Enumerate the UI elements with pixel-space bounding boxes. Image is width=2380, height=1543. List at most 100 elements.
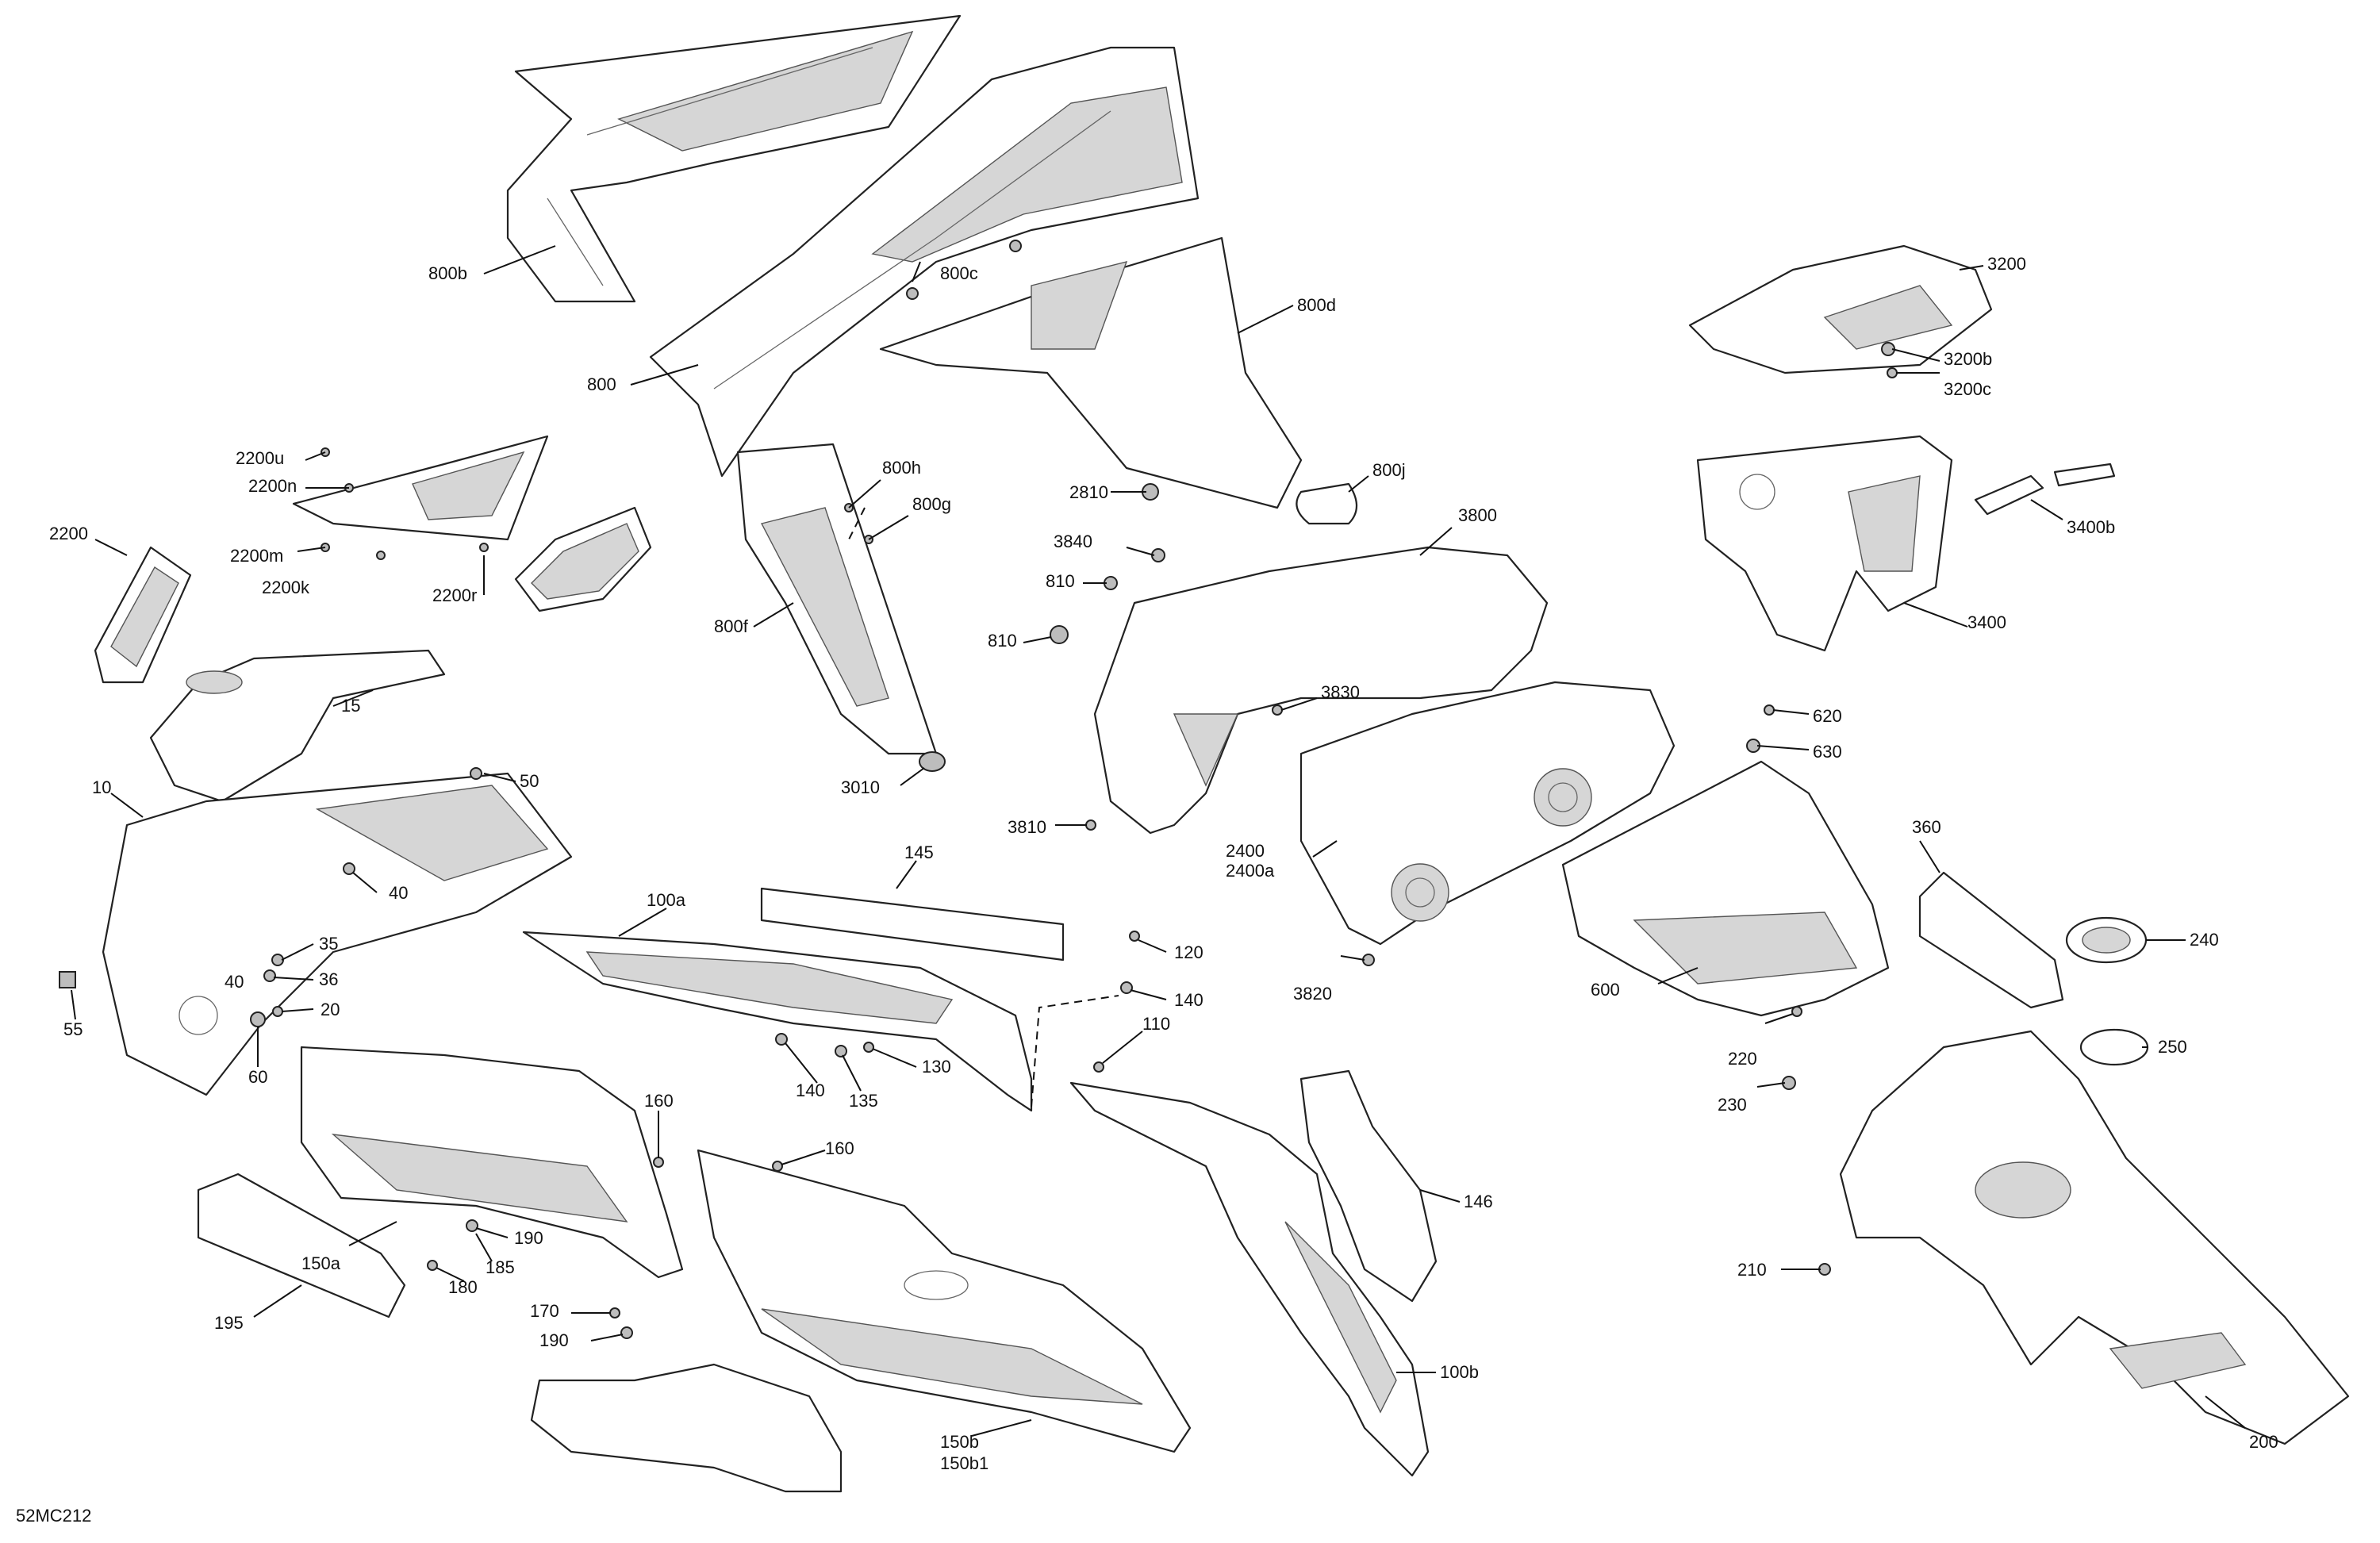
callout-170: 170	[530, 1301, 559, 1321]
part-600-tray	[1561, 760, 1890, 1017]
part-3400b-strips	[1974, 463, 2116, 516]
callout-15: 15	[341, 696, 360, 716]
fastener-140b	[775, 1033, 788, 1046]
callout-3810: 3810	[1008, 817, 1046, 837]
fastener-190a	[466, 1219, 478, 1232]
fastener-3830	[1272, 704, 1283, 716]
callout-230: 230	[1718, 1095, 1747, 1115]
fastener-220	[1791, 1006, 1802, 1017]
part-3200-top-cover	[1688, 244, 1993, 374]
drawing-number: 52MC212	[16, 1506, 91, 1526]
callout-3820: 3820	[1293, 984, 1332, 1004]
callout-800: 800	[587, 374, 616, 394]
fastener-36	[263, 969, 276, 982]
callout-2200m: 2200m	[230, 546, 283, 566]
fastener-160a	[653, 1157, 664, 1168]
part-146-side-pad	[1299, 1069, 1438, 1303]
fastener-55	[59, 971, 76, 988]
callout-110: 110	[1142, 1014, 1170, 1034]
fastener-620	[1764, 704, 1775, 716]
part-15-upper-cowl	[149, 649, 446, 803]
callout-800h: 800h	[882, 458, 921, 478]
callout-2200: 2200	[49, 524, 88, 543]
part-10-front-nose	[102, 772, 573, 1096]
callout-800g: 800g	[912, 494, 951, 514]
callout-145: 145	[904, 843, 934, 862]
callout-220: 220	[1728, 1049, 1757, 1069]
callout-2200k: 2200k	[262, 578, 310, 597]
callout-810a: 810	[1046, 571, 1075, 591]
callout-240: 240	[2190, 930, 2219, 950]
callout-labels: 800b 800c 800 800d 800h 800g 800f 800j 3…	[16, 254, 2278, 1526]
fastener-60	[250, 1011, 266, 1027]
callout-160a: 160	[644, 1091, 674, 1111]
callout-600: 600	[1591, 980, 1620, 1000]
part-3800-dash-frame	[1093, 546, 1549, 835]
callout-3010: 3010	[841, 777, 880, 797]
fastener-20	[272, 1006, 283, 1017]
part-2400-headlight	[1299, 681, 1676, 946]
callout-55: 55	[63, 1019, 83, 1039]
fastener-35	[271, 954, 284, 966]
grommet-3010	[919, 751, 946, 772]
fastener-810b	[1050, 625, 1069, 644]
callout-35: 35	[319, 934, 338, 954]
part-800-center-panel	[649, 46, 1200, 478]
fastener-2200r	[479, 543, 489, 552]
callout-150b: 150b	[940, 1432, 979, 1452]
callout-800f: 800f	[714, 616, 749, 636]
callout-185: 185	[486, 1257, 515, 1277]
callout-100b: 100b	[1440, 1362, 1479, 1382]
callout-3800: 3800	[1458, 505, 1497, 525]
fastener-190b	[620, 1326, 633, 1339]
fastener-120	[1129, 931, 1140, 942]
part-100b-rear-side-trim	[1069, 1081, 1430, 1477]
part-2200-mirror-left	[94, 546, 192, 684]
callout-180: 180	[448, 1277, 478, 1297]
callout-2400: 2400	[1226, 841, 1265, 861]
part-800j-badge	[1296, 482, 1358, 525]
callout-3200: 3200	[1987, 254, 2026, 274]
callout-2200n: 2200n	[248, 476, 297, 496]
callout-800c: 800c	[940, 263, 978, 283]
callout-620: 620	[1813, 706, 1842, 726]
callout-800j: 800j	[1372, 460, 1406, 480]
part-2200-mirror-glass	[514, 506, 652, 612]
callout-150b1: 150b1	[940, 1453, 988, 1473]
callout-800d: 800d	[1297, 295, 1336, 315]
callout-160b: 160	[825, 1138, 854, 1158]
part-145-strip	[760, 887, 1065, 961]
callout-10: 10	[92, 777, 111, 797]
part-lower-pad	[530, 1363, 843, 1493]
callout-130: 130	[922, 1057, 951, 1077]
callout-2200u: 2200u	[236, 448, 284, 468]
fastener-40a	[343, 862, 355, 875]
fastener-800c-b	[1009, 240, 1022, 252]
fastener-50	[470, 767, 482, 780]
callout-140b: 140	[796, 1080, 825, 1100]
callout-360: 360	[1912, 817, 1941, 837]
callout-250: 250	[2158, 1037, 2187, 1057]
fastener-180	[427, 1260, 438, 1271]
fastener-3810	[1085, 819, 1096, 831]
callout-3840: 3840	[1054, 532, 1092, 551]
callout-190b: 190	[539, 1330, 569, 1350]
callout-20: 20	[321, 1000, 340, 1019]
callout-800b: 800b	[428, 263, 467, 283]
fastener-210	[1818, 1263, 1831, 1276]
fastener-130	[863, 1042, 874, 1053]
part-250-seal	[2079, 1028, 2149, 1066]
part-3400-storage-bin	[1696, 435, 1953, 652]
callout-210: 210	[1737, 1260, 1767, 1280]
callout-3200b: 3200b	[1944, 349, 1992, 369]
callout-40b: 40	[225, 972, 244, 992]
callout-60: 60	[248, 1067, 267, 1087]
part-800f-vertical-trim	[736, 443, 938, 755]
leader-lines	[71, 245, 2246, 1437]
callout-2810: 2810	[1069, 482, 1108, 502]
fastener-110	[1093, 1061, 1104, 1073]
fastener-160b	[772, 1161, 783, 1172]
callout-36: 36	[319, 969, 338, 989]
callout-2400a: 2400a	[1226, 861, 1275, 881]
